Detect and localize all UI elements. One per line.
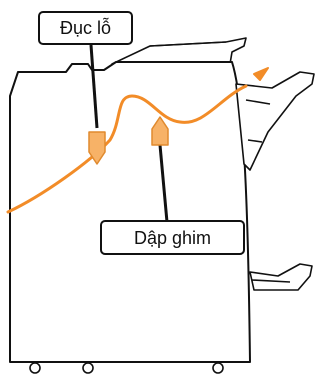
punch-callout-label: Đục lỗ: [38, 11, 133, 45]
caster-wheel: [212, 362, 224, 374]
punch-marker-icon: [88, 131, 106, 165]
punch-leader-line: [89, 44, 99, 129]
paper-path: [6, 84, 248, 214]
staple-leader-line: [158, 144, 169, 223]
casters: [29, 362, 224, 374]
staple-callout-label: Dập ghim: [100, 220, 245, 255]
caster-wheel: [29, 362, 41, 374]
side-trays: [235, 71, 315, 291]
staple-marker-icon: [151, 116, 169, 146]
caster-wheel: [82, 362, 94, 374]
paper-path-arrowhead: [253, 67, 269, 81]
